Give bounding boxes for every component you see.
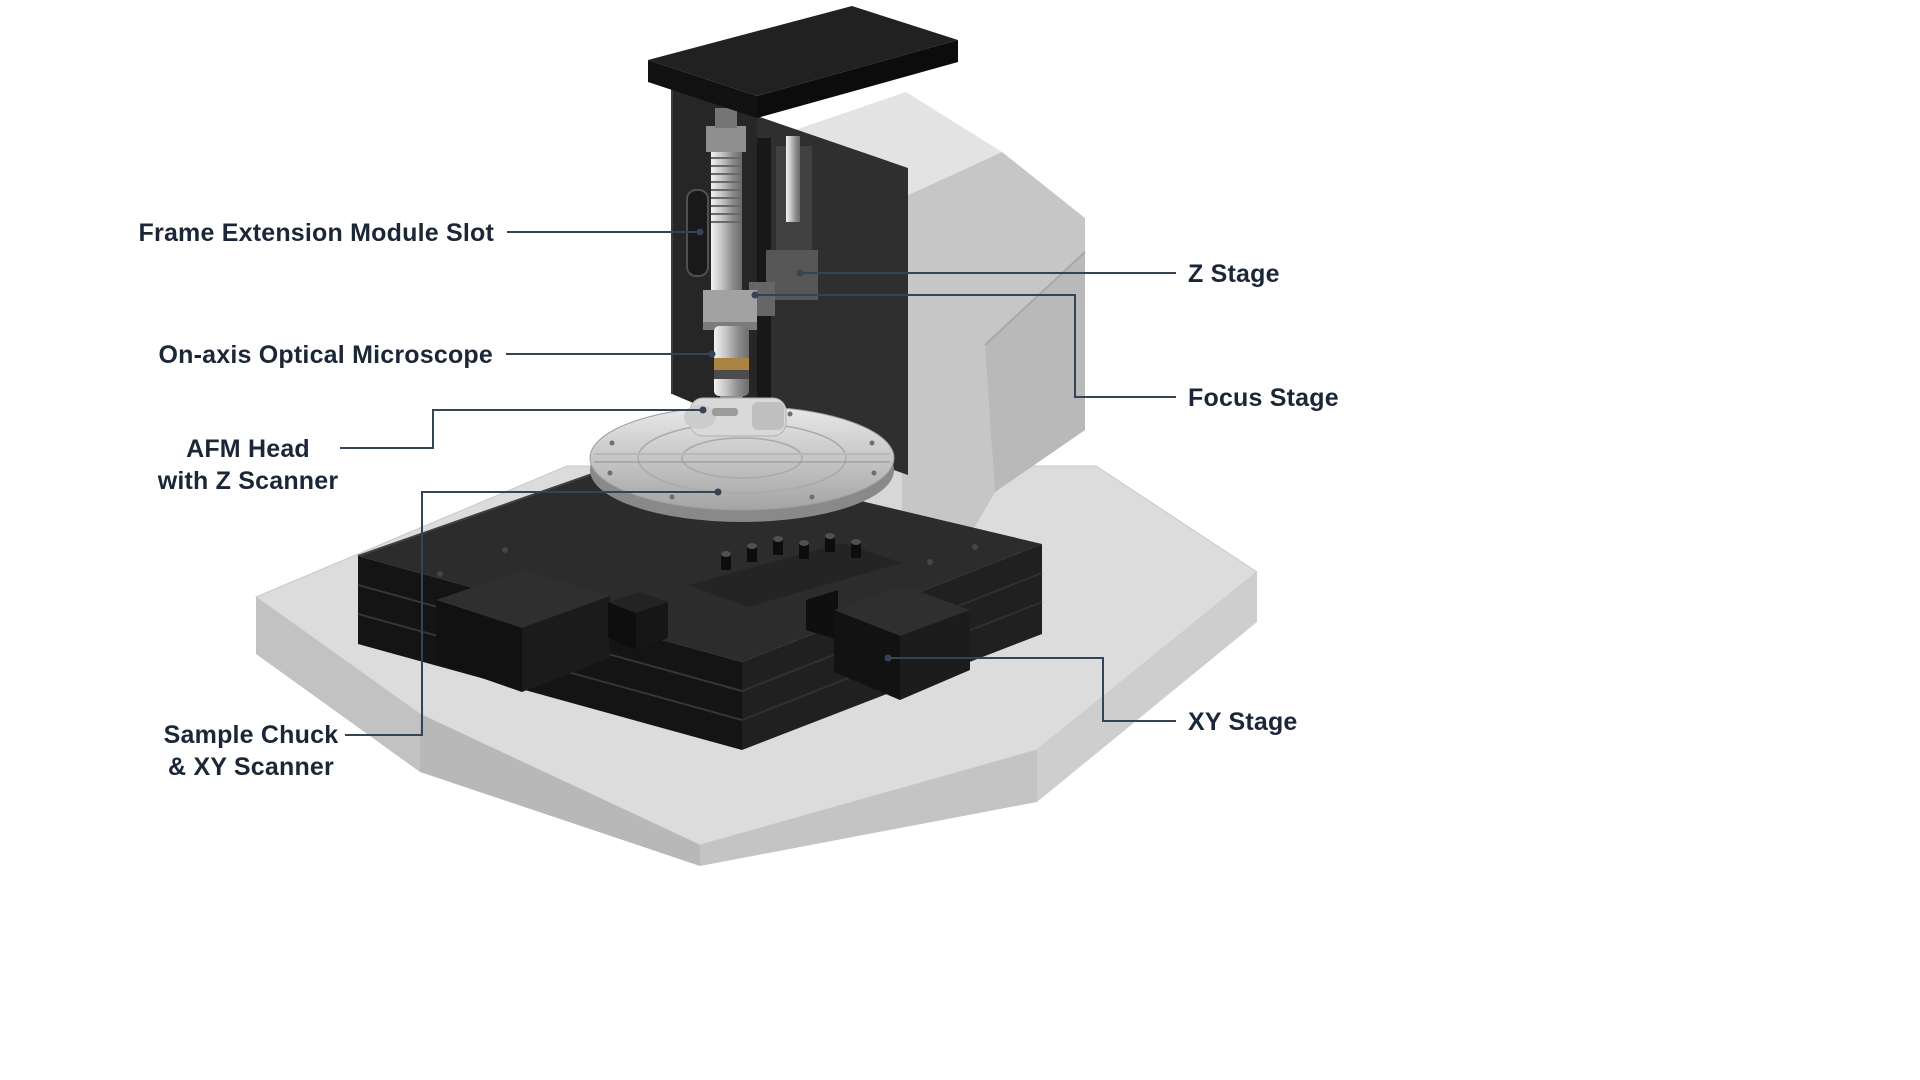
xy-stage-leader-line xyxy=(888,657,1176,722)
afm-head-anchor-dot xyxy=(699,406,707,414)
thumbscrew-plate xyxy=(688,533,902,607)
xy-stage xyxy=(357,451,1043,750)
frame-extension-anchor-dot xyxy=(696,228,704,236)
label-sample-chuck-xy-scanner: Sample Chuck & XY Scanner xyxy=(101,719,401,783)
afm-head-leader-line xyxy=(340,409,703,449)
label-afm-head-line2: with Z Scanner xyxy=(157,467,339,495)
label-xy-stage: XY Stage xyxy=(1188,708,1298,736)
left-motor-block xyxy=(436,570,668,692)
optical-microscope-anchor-dot xyxy=(708,350,716,358)
label-focus-stage: Focus Stage xyxy=(1188,384,1339,412)
sample-chuck-leader-line xyxy=(345,491,718,736)
brass-ring xyxy=(714,358,749,370)
sample-chuck-anchor-dot xyxy=(714,488,722,496)
label-afm-head-with-z-scanner: AFM Head with Z Scanner xyxy=(98,433,398,497)
z-stage-anchor-dot xyxy=(796,269,804,277)
label-afm-head-line1: AFM Head xyxy=(186,435,310,463)
label-on-axis-optical-microscope: On-axis Optical Microscope xyxy=(158,341,493,369)
label-z-stage: Z Stage xyxy=(1188,260,1280,288)
leader-lines xyxy=(340,228,1176,736)
label-sample-chuck-line1: Sample Chuck xyxy=(163,721,339,749)
focus-stage-leader-line xyxy=(755,294,1176,398)
canopy xyxy=(648,6,958,118)
xy-motor-block xyxy=(806,586,970,700)
xy-stage-anchor-dot xyxy=(884,654,892,662)
afm-head xyxy=(684,397,787,437)
focus-stage-anchor-dot xyxy=(751,291,759,299)
label-sample-chuck-line2: & XY Scanner xyxy=(168,753,334,781)
label-frame-extension-module-slot: Frame Extension Module Slot xyxy=(138,219,494,247)
afm-machine xyxy=(254,6,1258,866)
